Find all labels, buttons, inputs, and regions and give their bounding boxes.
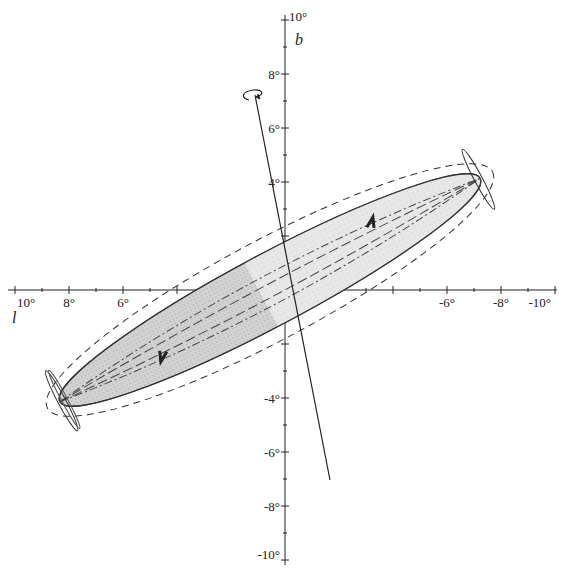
axes — [8, 15, 557, 565]
tick-label: -10° — [528, 296, 551, 309]
tick — [283, 371, 287, 372]
tick — [283, 47, 287, 48]
axis-name: l — [12, 310, 16, 326]
tick-label: 6° — [268, 122, 280, 135]
tick — [283, 155, 287, 156]
tick — [501, 286, 502, 294]
tick-label: -4° — [264, 392, 280, 405]
tick — [447, 286, 448, 294]
tick — [420, 288, 421, 292]
tick-label: 10° — [289, 10, 307, 23]
bar-ellipsoid — [24, 128, 516, 453]
tick — [281, 560, 289, 561]
tick — [96, 288, 97, 292]
tick-label: -10° — [257, 548, 280, 561]
tick — [393, 286, 394, 294]
tick-label: 8° — [268, 68, 280, 81]
tick — [283, 533, 287, 534]
tick — [281, 74, 289, 75]
axis-name: b — [295, 32, 303, 48]
tick-label: 4° — [268, 176, 280, 189]
tick — [281, 398, 289, 399]
tick — [281, 344, 289, 345]
tick — [150, 288, 151, 292]
tick-label: -6° — [264, 446, 280, 459]
tick-label: 8° — [63, 296, 75, 309]
tick — [283, 425, 287, 426]
tick — [69, 286, 70, 294]
tick-label: -8° — [264, 500, 280, 513]
tick — [474, 288, 475, 292]
tick — [283, 101, 287, 102]
rotation-axis — [255, 95, 330, 480]
tick — [281, 452, 289, 453]
tick — [281, 128, 289, 129]
tick — [123, 286, 124, 294]
tick — [283, 209, 287, 210]
tick — [177, 286, 178, 294]
rotation-arrow — [243, 90, 261, 100]
tick — [281, 20, 289, 21]
tick — [283, 479, 287, 480]
tick-label: 6° — [117, 296, 129, 309]
tick — [555, 286, 556, 294]
tick-label: -6° — [439, 296, 455, 309]
tick — [15, 286, 16, 294]
tick-label: 10° — [17, 296, 35, 309]
tick — [528, 288, 529, 292]
tick — [366, 288, 367, 292]
tick — [42, 288, 43, 292]
tick — [281, 182, 289, 183]
tick-label: -8° — [493, 296, 509, 309]
tick — [281, 506, 289, 507]
